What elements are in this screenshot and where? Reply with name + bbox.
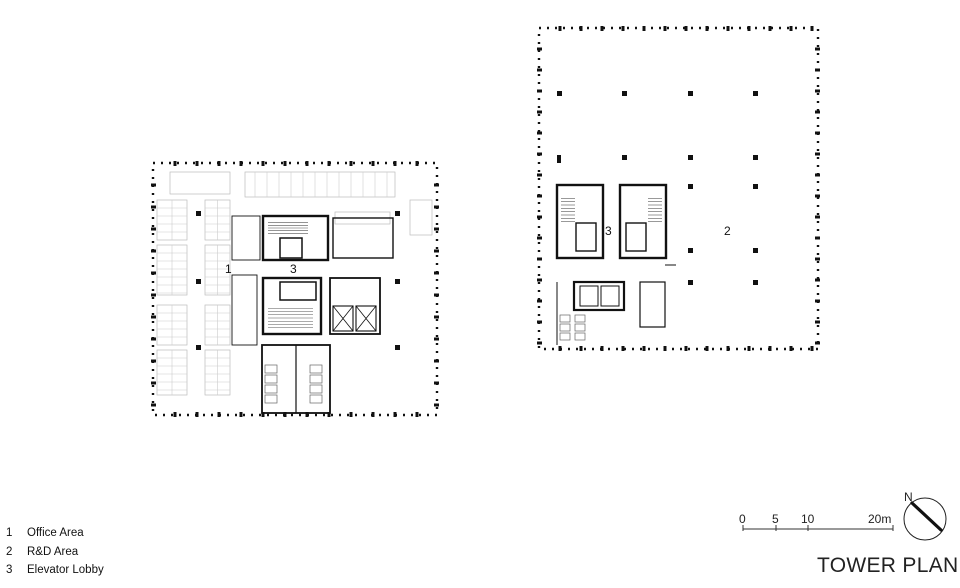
legend-item: 3 Elevator Lobby <box>6 561 104 580</box>
legend-label: R&D Area <box>27 545 79 558</box>
scale-tick-10: 10 <box>801 512 815 526</box>
legend-number: 1 <box>6 527 13 539</box>
legend-number: 3 <box>6 564 13 576</box>
scale-tick-0: 0 <box>739 512 746 526</box>
right-core <box>555 183 676 345</box>
scale-tick-5: 5 <box>772 512 779 526</box>
left-columns <box>196 211 400 350</box>
legend-label: Elevator Lobby <box>27 564 104 576</box>
legend-item: 2 R&D Area <box>6 543 104 562</box>
label-office-area: 1 <box>225 262 232 276</box>
north-arrow-icon: N <box>903 490 947 541</box>
right-floor-plan <box>537 26 820 351</box>
north-label: N <box>904 490 913 504</box>
label-elevator-lobby-left: 3 <box>290 262 297 276</box>
scale-bar: 0 5 10 20m <box>739 512 894 531</box>
label-elevator-lobby-right: 3 <box>605 224 612 238</box>
legend: 1 Office Area 2 R&D Area 3 Elevator Lobb… <box>6 524 104 580</box>
left-floor-plan <box>151 161 439 417</box>
legend-number: 2 <box>6 545 13 558</box>
legend-item: 1 Office Area <box>6 524 104 543</box>
right-columns <box>557 91 758 285</box>
legend-label: Office Area <box>27 527 84 539</box>
scale-tick-20m: 20m <box>868 512 891 526</box>
plan-title: TOWER PLAN <box>817 554 959 577</box>
label-rd-area: 2 <box>724 224 731 238</box>
left-core <box>231 214 394 414</box>
